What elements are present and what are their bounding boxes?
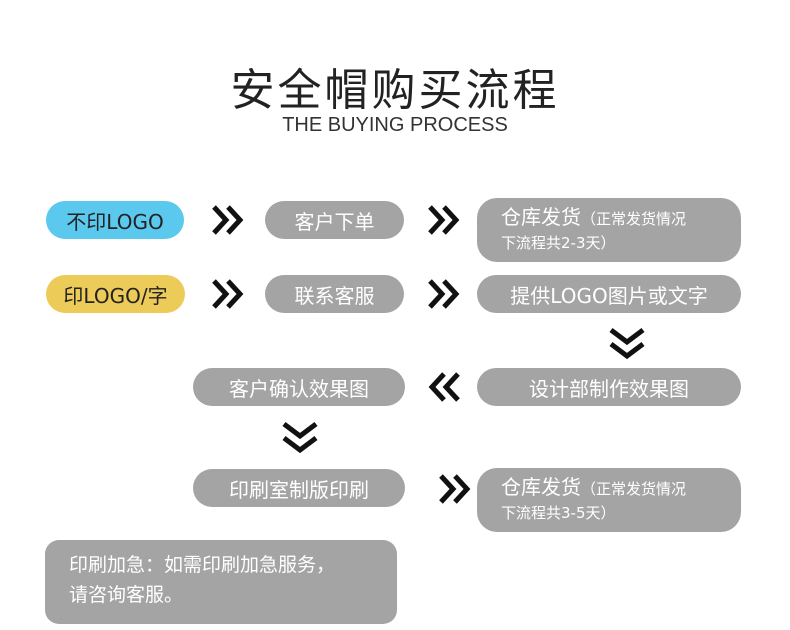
ship-1-main: 仓库发货 (501, 205, 581, 229)
step-print-plate: 印刷室制版印刷 (193, 469, 405, 507)
ship-1-sub-b: 下流程共2-3天） (501, 234, 616, 252)
page-title: 安全帽购买流程 (230, 65, 560, 116)
double-chevron-right-icon (212, 279, 244, 309)
step-warehouse-ship-2: 仓库发货（正常发货情况 下流程共3-5天） (477, 468, 741, 532)
double-chevron-left-icon (428, 372, 460, 402)
step-warehouse-ship-1: 仓库发货（正常发货情况 下流程共2-3天） (477, 198, 741, 262)
step-contact-service: 联系客服 (265, 275, 404, 313)
double-chevron-right-icon (212, 205, 244, 235)
ship-2-sub-b: 下流程共3-5天） (501, 504, 616, 522)
note-line-2: 请咨询客服。 (69, 584, 184, 606)
double-chevron-down-icon (282, 422, 318, 454)
ship-1-sub-a: （正常发货情况 (581, 210, 687, 228)
ship-2-main: 仓库发货 (501, 475, 581, 499)
step-provide-logo: 提供LOGO图片或文字 (477, 275, 741, 313)
step-customer-order: 客户下单 (265, 201, 404, 239)
double-chevron-down-icon (609, 328, 645, 360)
double-chevron-right-icon (428, 205, 460, 235)
double-chevron-right-icon (439, 474, 471, 504)
rush-print-note: 印刷加急：如需印刷加急服务， 请咨询客服。 (45, 540, 397, 624)
step-customer-confirm: 客户确认效果图 (193, 368, 405, 406)
step-with-logo: 印LOGO/字 (46, 275, 185, 313)
double-chevron-right-icon (428, 279, 460, 309)
note-line-1: 印刷加急：如需印刷加急服务， (69, 554, 336, 576)
page-subtitle: THE BUYING PROCESS (282, 114, 508, 136)
step-no-logo: 不印LOGO (46, 201, 184, 239)
step-design-preview: 设计部制作效果图 (477, 368, 741, 406)
ship-2-sub-a: （正常发货情况 (581, 480, 687, 498)
